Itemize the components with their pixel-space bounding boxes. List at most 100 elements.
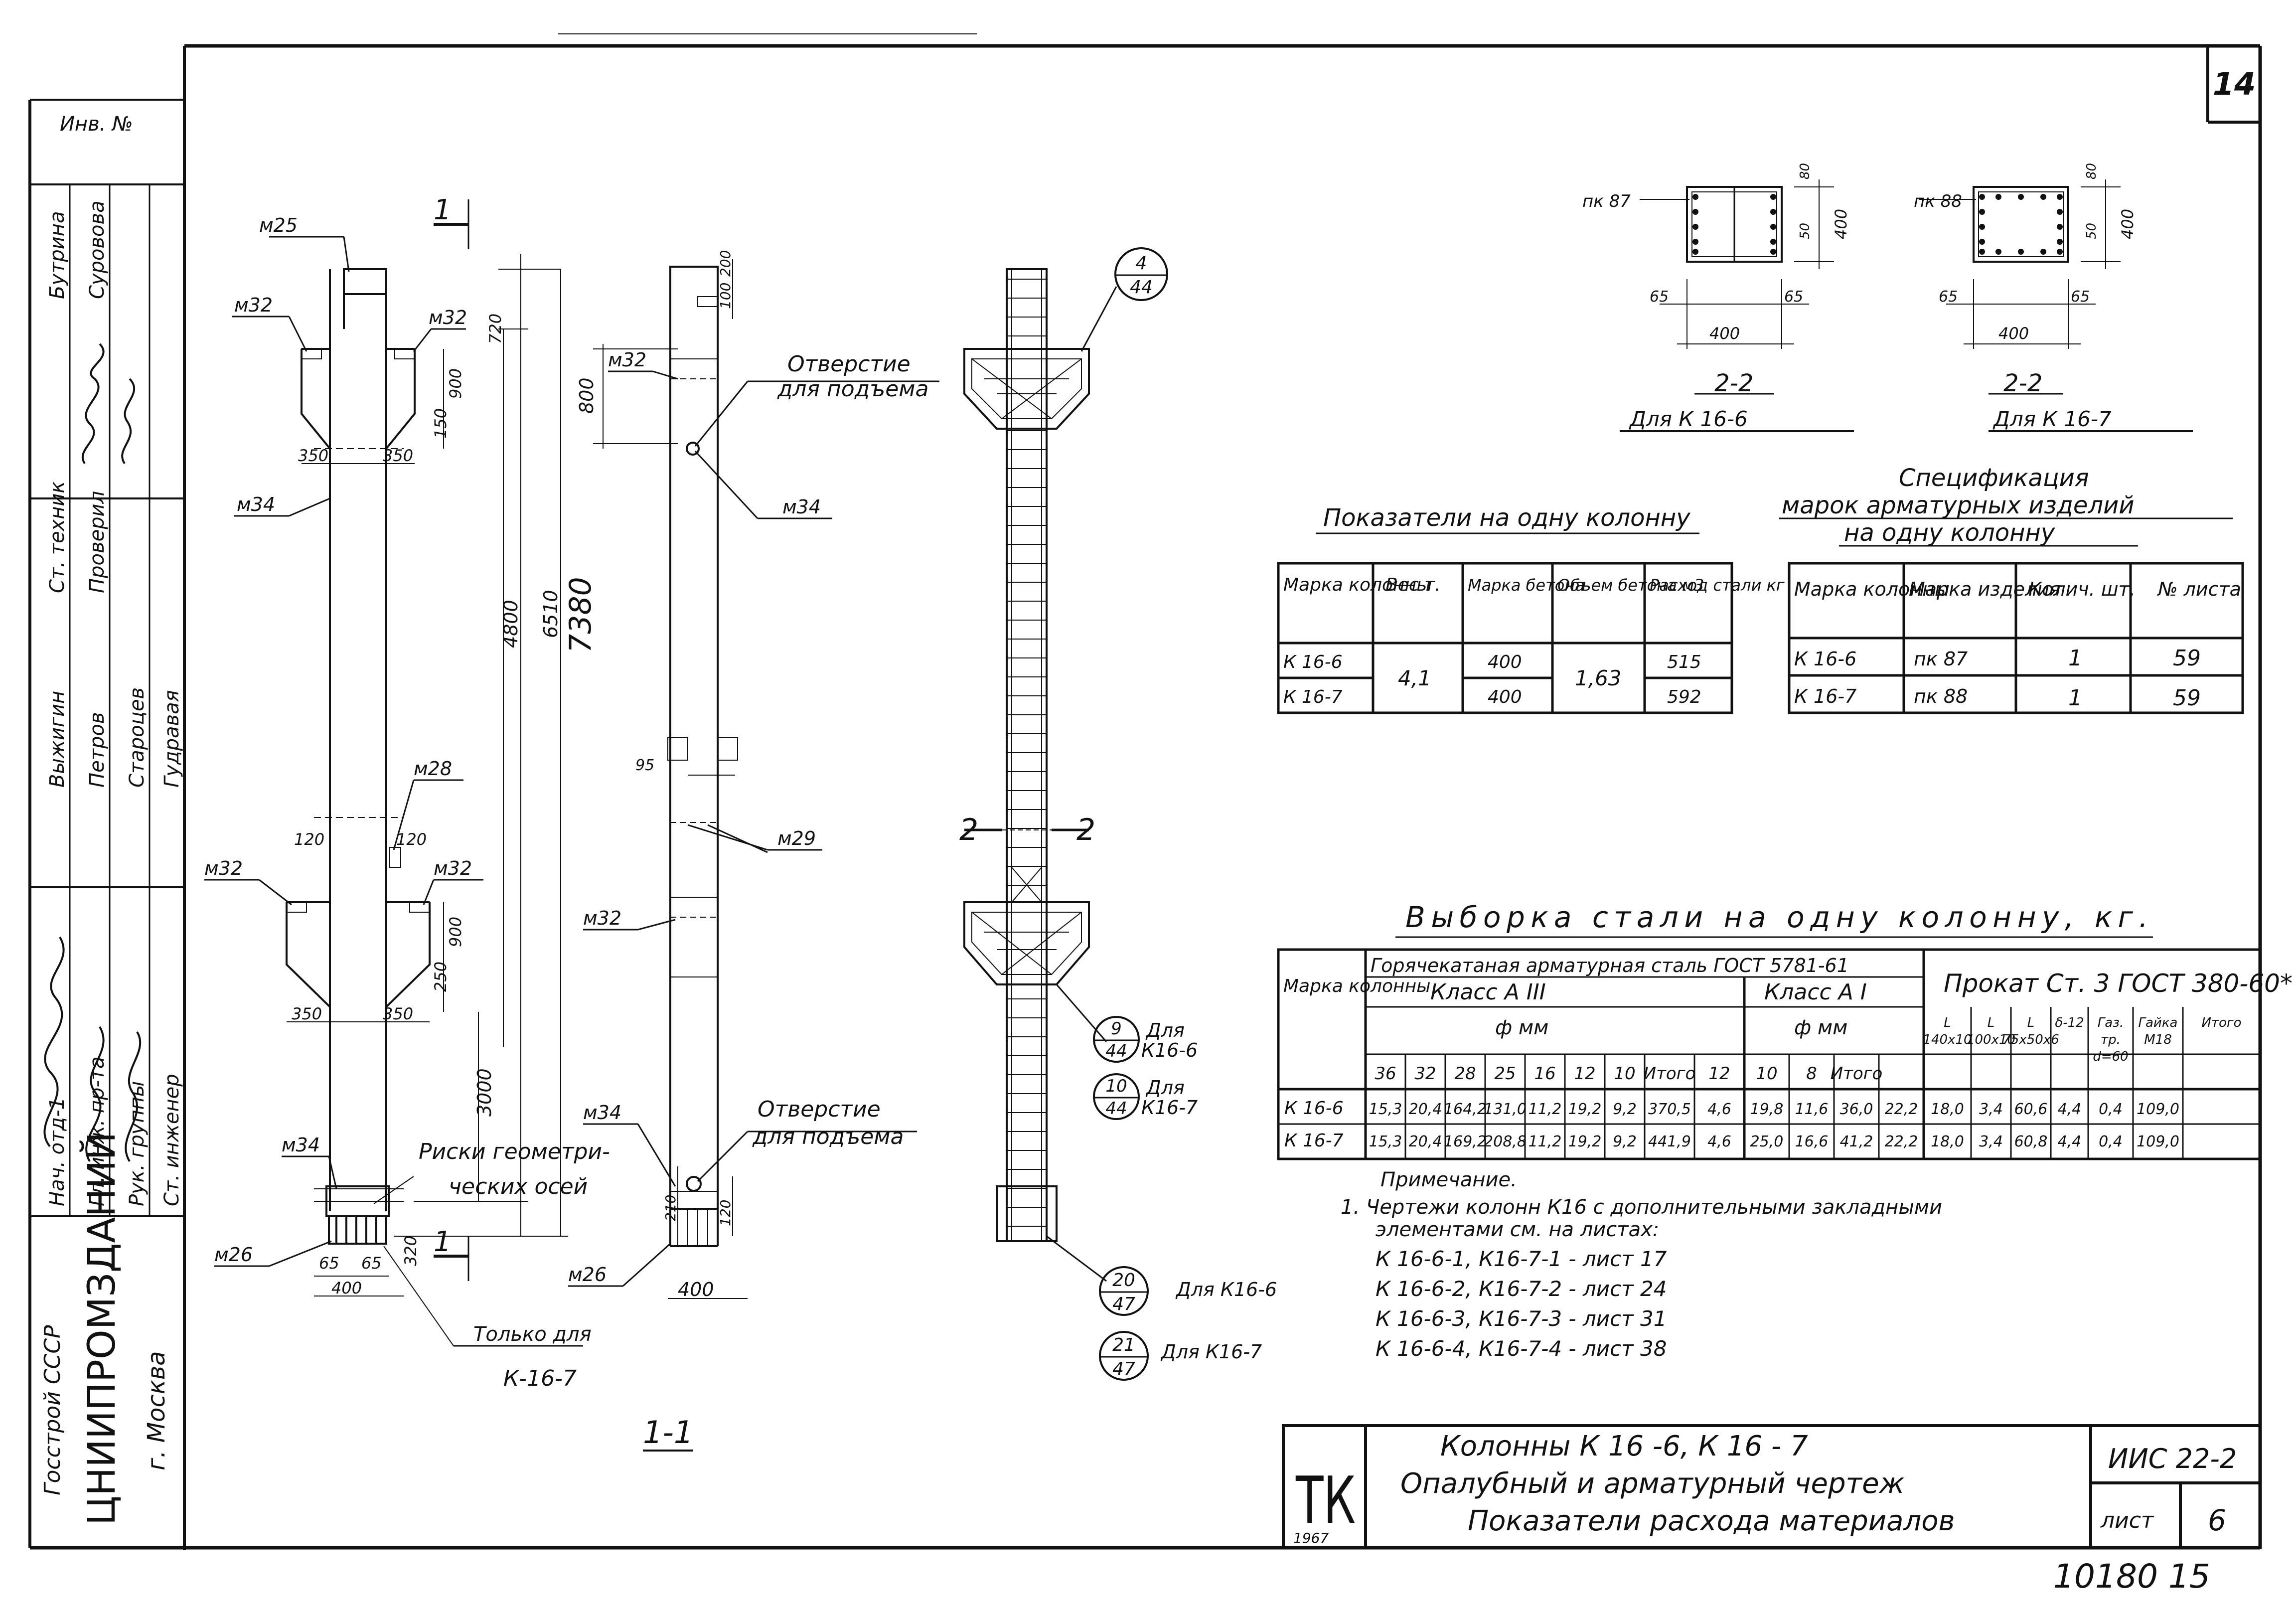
s11-dim-200: 200 (717, 250, 734, 277)
steel-cell: 4,6 (1707, 1101, 1731, 1118)
svg-text:44: 44 (1105, 1041, 1127, 1061)
steel-cell: 15,3 (1369, 1101, 1402, 1118)
steel-subheader-cell: 12 (1574, 1064, 1595, 1084)
stamp-logo: ТК (1295, 1462, 1356, 1538)
ind-r2-mark: К 16-7 (1283, 687, 1343, 707)
section-2-2-k16-6: пк 87 2-2 Для К 16-6 400 65 65 400 50 80 (1582, 163, 1854, 432)
s11-mark-m32: м32 (608, 349, 646, 371)
svg-text:400: 400 (1709, 324, 1740, 343)
steel-cell: 18,0 (1931, 1101, 1964, 1118)
spec-r1-item: пк 87 (1914, 648, 1968, 670)
s11-dim-95: 95 (635, 757, 654, 774)
page-number: 14 (2213, 66, 2256, 102)
svg-text:20: 20 (1112, 1270, 1135, 1291)
svg-text:пк 87: пк 87 (1582, 191, 1631, 211)
steel-cell: 131,0 (1484, 1101, 1527, 1118)
svg-text:400: 400 (1832, 209, 1850, 239)
steel-cell: 36,0 (1840, 1101, 1873, 1118)
steel-subheader-cell: 16 (1534, 1064, 1555, 1084)
svg-text:400: 400 (2118, 209, 2137, 239)
mark-m25: м25 (259, 214, 298, 236)
name-5: Староцев (126, 687, 149, 788)
ind-h-weight: Вес т. (1385, 575, 1441, 595)
dim-7380: 7380 (563, 577, 598, 653)
bubble-21-47: 21 47 (1099, 1331, 1149, 1381)
steel-cell: 109,0 (2137, 1133, 2179, 1150)
steel-h-mark: Марка колонны (1283, 976, 1431, 996)
hole-bot-2: для подъема (752, 1124, 904, 1149)
bubble-10-44: 10 44 (1093, 1073, 1140, 1120)
ind-r2-steel: 592 (1667, 687, 1701, 707)
note-risk-1: Риски геометри- (419, 1139, 610, 1164)
ind-h-concrete: Марка бетона (1468, 576, 1585, 595)
org-gosstroy: Госстрой СССР (40, 1325, 65, 1495)
column-elevation (204, 199, 583, 1347)
callout-bubbles: 4 44 9 44 10 44 20 47 21 47 (1093, 247, 1168, 1381)
svg-text:50: 50 (1798, 223, 1813, 239)
s11-dim-400: 400 (678, 1279, 714, 1300)
s11-mark-m34-b: м34 (583, 1102, 621, 1124)
stamp-title-2: Опалубный и арматурный чертеж (1400, 1467, 1904, 1500)
steel-cell: 18,0 (1931, 1133, 1964, 1150)
mark-m26: м26 (214, 1244, 253, 1266)
steel-rolled-header-cell: Итого (2201, 1015, 2241, 1030)
steel-cell: 11,2 (1529, 1101, 1562, 1118)
spec-r2-mark: К 16-7 (1794, 685, 1856, 707)
svg-text:Для К 16-6: Для К 16-6 (1629, 407, 1748, 431)
s11-mark-m26: м26 (568, 1264, 607, 1286)
steel-cell: 441,9 (1648, 1133, 1691, 1150)
steel-subheader-cell: Итого (1831, 1064, 1883, 1084)
steel-subheader-cell: Итого (1644, 1064, 1696, 1084)
steel-cell: 164,2 (1444, 1101, 1487, 1118)
stamp-year: 1967 (1293, 1530, 1329, 1546)
ind-weight: 4,1 (1398, 666, 1431, 690)
only-for-1: Только для (473, 1323, 592, 1346)
bubble-d-label: Для К16-7 (1160, 1341, 1262, 1363)
ind-h-mark: Марка колонны (1283, 575, 1431, 595)
stamp-series: ИИС 22-2 (2108, 1443, 2237, 1474)
steel-cell: 19,8 (1750, 1101, 1784, 1118)
mark-m32-c: м32 (204, 857, 243, 879)
left-title-strip (28, 99, 184, 1548)
steel-cell: 370,5 (1648, 1101, 1691, 1118)
bubble-4-44: 4 44 (1114, 247, 1168, 301)
inv-label: Инв. № (60, 113, 133, 136)
steel-table (1277, 948, 2262, 1160)
steel-rolled-header-cell: М18 (2144, 1032, 2172, 1047)
ind-r1-mark: К 16-6 (1283, 652, 1343, 672)
dim-6510: 6510 (540, 590, 562, 638)
steel-cell: 22,2 (1885, 1101, 1918, 1118)
steel-cell: 3,4 (1979, 1133, 2003, 1150)
svg-text:400: 400 (1998, 324, 2029, 343)
dim-65-a: 65 (319, 1254, 339, 1273)
bubble-a-label-1: Для (1145, 1019, 1185, 1041)
steel-cell: 4,4 (2058, 1133, 2082, 1150)
bubble-20-47: 20 47 (1099, 1266, 1149, 1316)
mark-m32-b: м32 (429, 307, 467, 328)
section-1-1-title: 1-1 (643, 1414, 693, 1451)
bubble-a-label-2: К16-6 (1141, 1039, 1198, 1061)
spec-r1-qty: 1 (2068, 646, 2082, 671)
indicators-table (1277, 562, 1733, 714)
steel-cell: 9,2 (1613, 1101, 1637, 1118)
dim-250: 250 (431, 962, 450, 992)
steel-subheader-cell: 36 (1375, 1064, 1396, 1084)
steel-cell: 19,2 (1568, 1101, 1602, 1118)
dim-900-a: 900 (446, 368, 465, 399)
steel-title: Выборка стали на одну колонну, кг. (1405, 900, 2148, 934)
steel-rolled-header-cell: d=60 (2093, 1049, 2128, 1064)
name-4: Петров (86, 712, 109, 788)
steel-cell: 20,4 (1409, 1133, 1442, 1150)
role-st-tech: Ст. техник (46, 481, 69, 593)
steel-cell: 41,2 (1840, 1133, 1873, 1150)
name-3: Выжигин (46, 691, 69, 788)
dim-350-b: 350 (383, 446, 413, 465)
name-1: Бутрина (46, 211, 69, 299)
spec-table (1788, 562, 2244, 714)
svg-text:47: 47 (1112, 1359, 1135, 1379)
steel-cell: 25,0 (1750, 1133, 1784, 1150)
steel-rolled-header-cell: δ-12 (2055, 1015, 2084, 1030)
mark-m32-d: м32 (434, 857, 472, 879)
steel-subheader-cell: 8 (1806, 1064, 1817, 1084)
